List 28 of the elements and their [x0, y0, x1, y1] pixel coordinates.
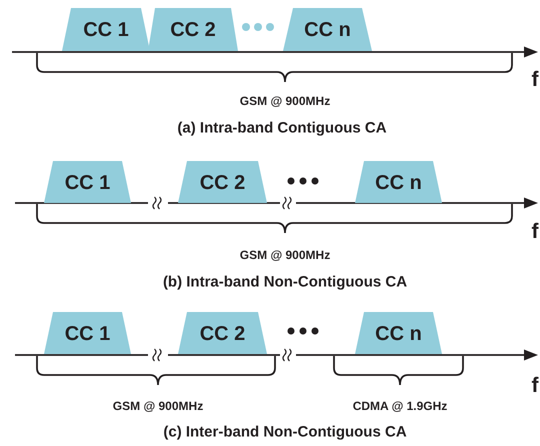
carrier-block [178, 312, 267, 354]
axis-label: f [532, 68, 538, 92]
axis-label: f [532, 374, 538, 398]
carrier-block [355, 312, 442, 354]
caption: (b) Intra-band Non-Contiguous CA [162, 274, 408, 290]
carrier-label: CC 1 [64, 172, 110, 194]
carrier-label: CC 2 [170, 19, 216, 42]
carrier-block [355, 161, 442, 203]
carrier-block [283, 8, 372, 51]
axis-label: f [532, 220, 538, 244]
carrier-label: CC 2 [200, 172, 246, 194]
carrier-block [148, 8, 238, 51]
carrier-label: CC n [375, 322, 422, 346]
carrier-block [62, 8, 150, 51]
caption: (c) Inter-band Non-Contiguous CA [163, 424, 407, 440]
caption: (a) Intra-band Contiguous CA [177, 120, 387, 136]
carrier-block [44, 312, 131, 354]
carrier-label: CC n [375, 172, 422, 194]
carrier-block [178, 161, 267, 203]
carrier-block [44, 161, 131, 203]
carrier-label: CC n [304, 19, 351, 42]
band-label: GSM @ 900MHz [240, 248, 330, 262]
band-label: CDMA @ 1.9GHz [352, 399, 448, 413]
band-label: GSM @ 900MHz [240, 94, 330, 108]
band-label: GSM @ 900MHz [112, 399, 204, 413]
carrier-label: CC 1 [64, 322, 110, 346]
carrier-label: CC 1 [83, 19, 129, 42]
carrier-label: CC 2 [200, 322, 246, 346]
